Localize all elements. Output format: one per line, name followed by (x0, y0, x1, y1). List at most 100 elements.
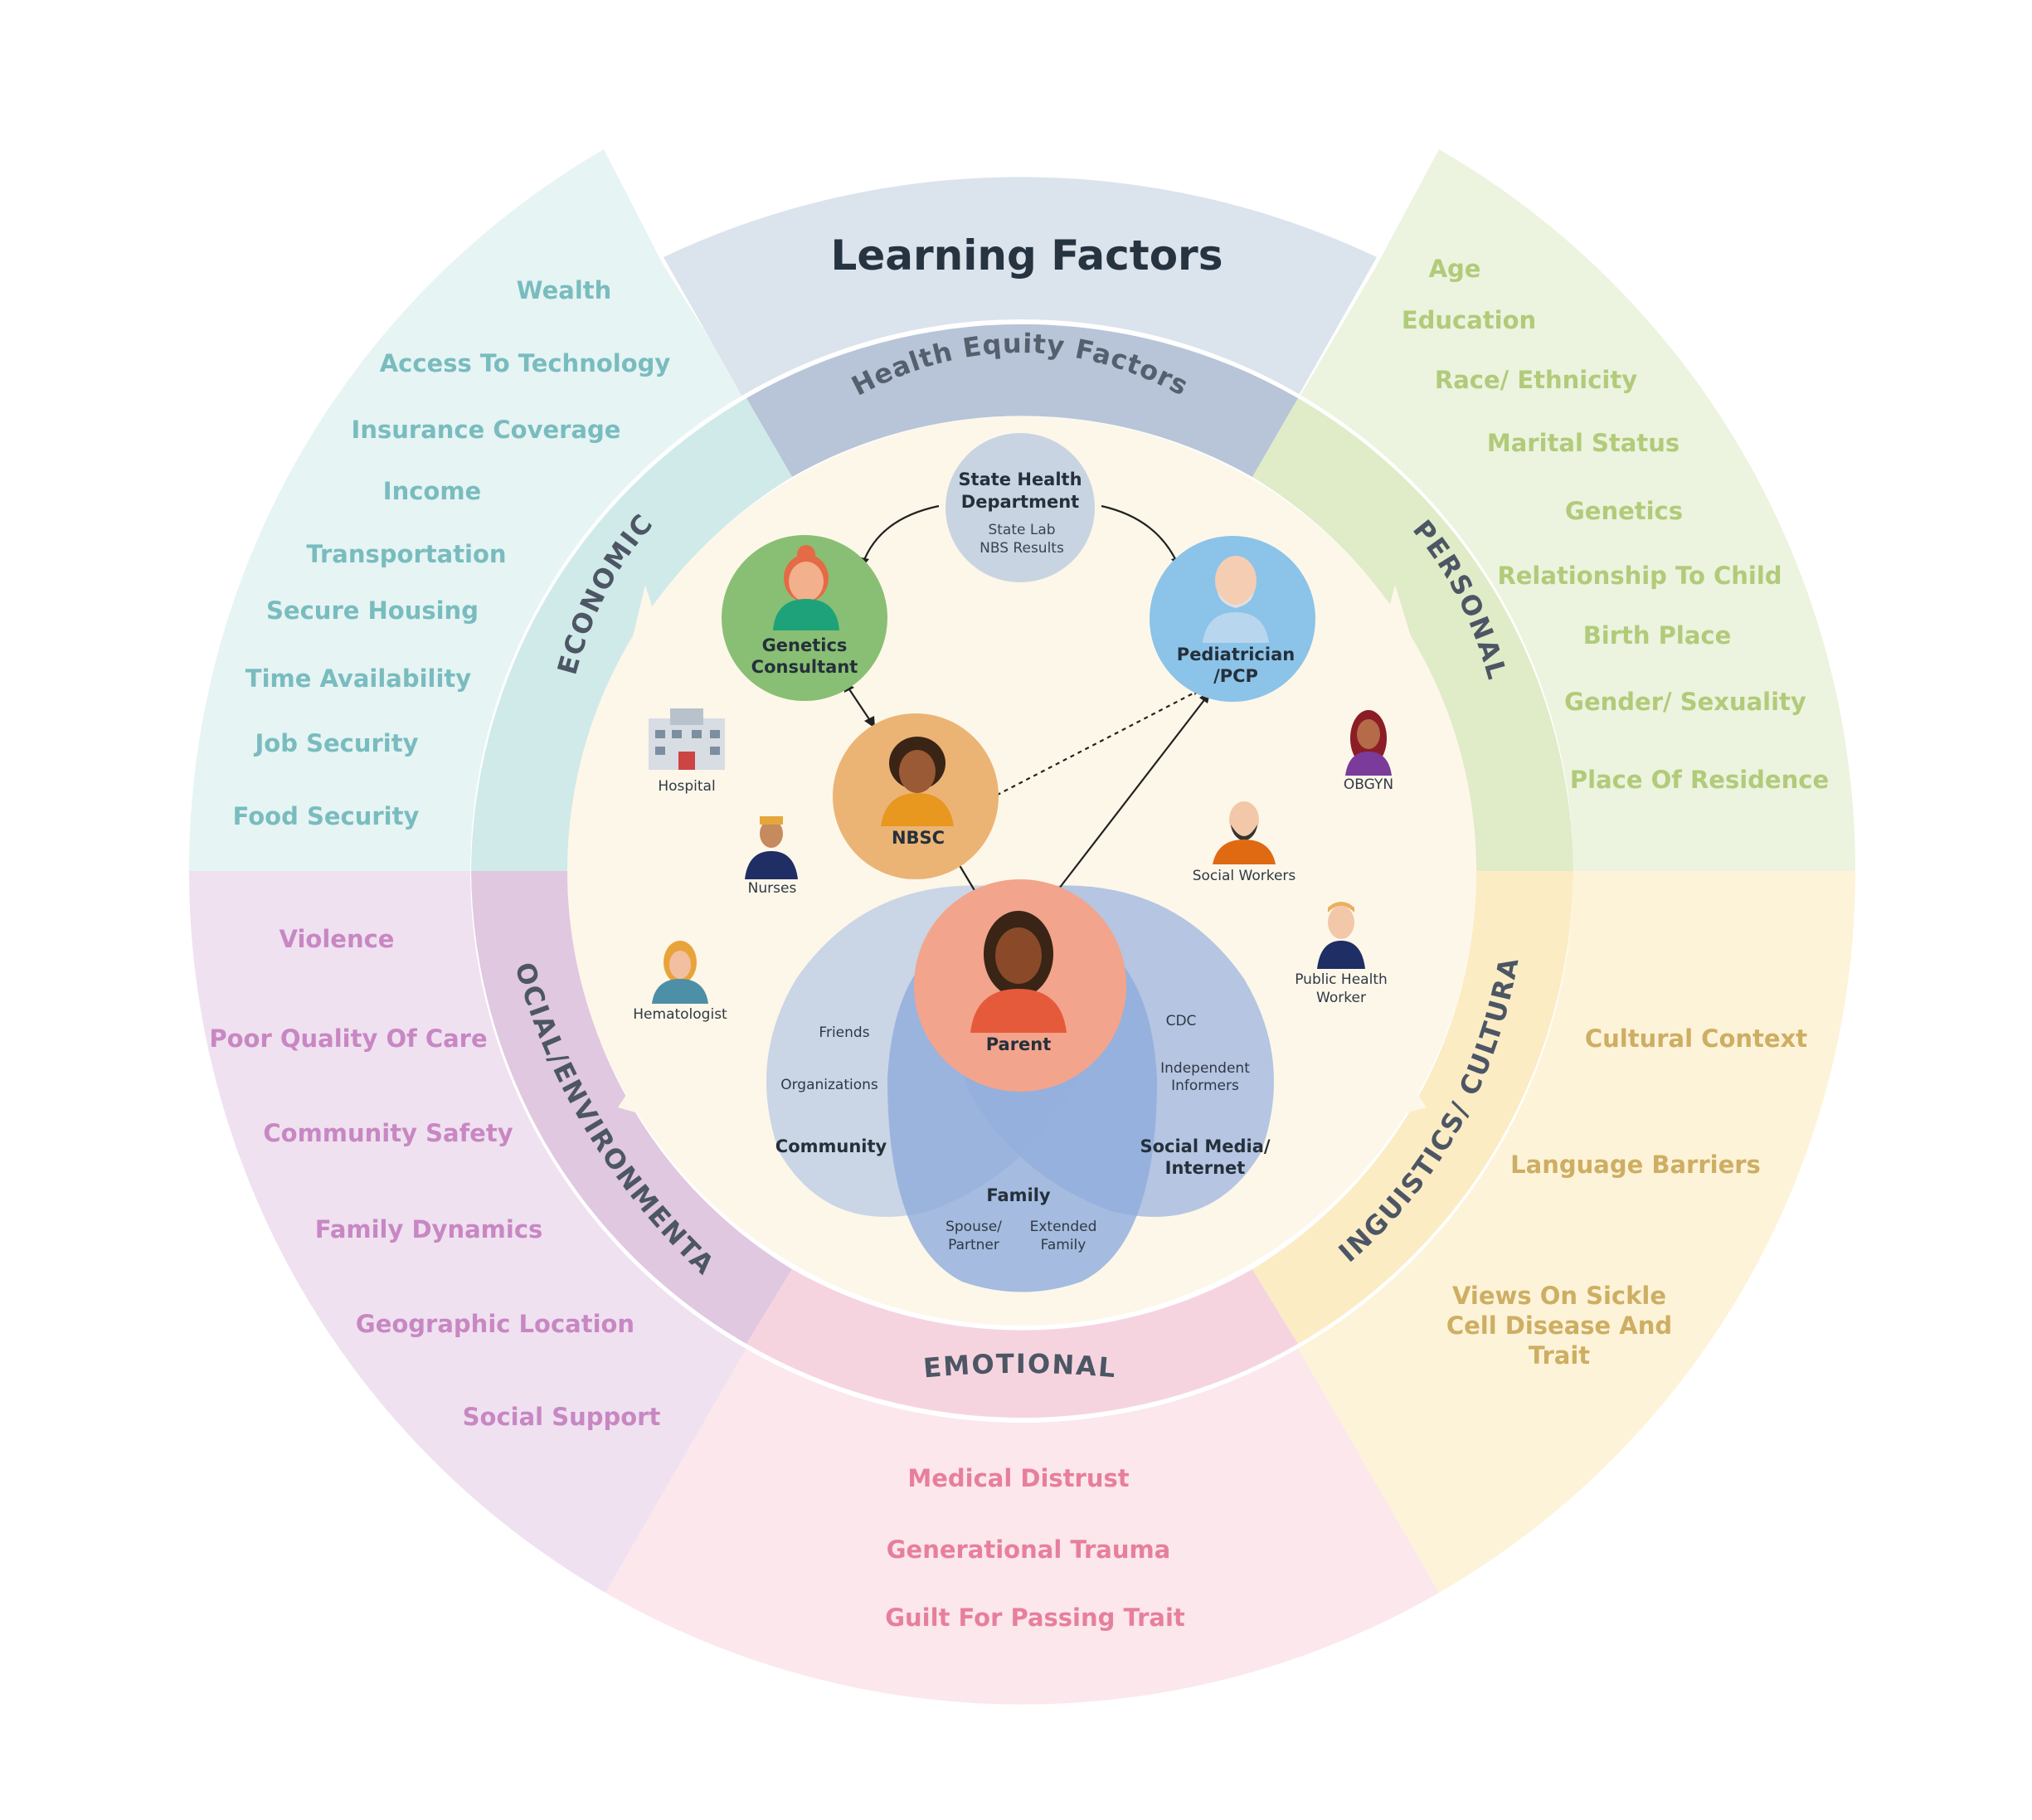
figure-label: Hematologist (633, 1006, 727, 1023)
factor-item: Violence (280, 925, 395, 953)
factor-item: Family Dynamics (315, 1215, 543, 1243)
factor-item: Medical Distrust (907, 1464, 1129, 1492)
factor-item: Place Of Residence (1570, 766, 1829, 794)
economic-band (471, 398, 792, 871)
figure-label: Public Health (1295, 971, 1388, 988)
social-outer-sector (189, 871, 792, 1593)
hematologist-figure: Hematologist (633, 941, 727, 1023)
figure-label: Worker (1316, 990, 1366, 1006)
venn-cdc: CDC (1166, 1013, 1197, 1029)
venn-family-label: Family (986, 1185, 1051, 1205)
person-icon (652, 941, 708, 1004)
public-health-figure: Public Health Worker (1295, 902, 1388, 1006)
venn-extended-family: Family (1041, 1237, 1086, 1253)
pediatrician-node: Pediatrician /PCP (1150, 536, 1315, 702)
factor-item: Education (1402, 306, 1536, 334)
arrow-genetics-nbsc (847, 686, 872, 723)
venn-social-media-label: Social Media/ (1140, 1136, 1270, 1156)
emotional-label: EMOTIONAL (922, 1348, 1119, 1384)
factor-item: Poor Quality Of Care (209, 1024, 487, 1053)
hospital-icon (649, 708, 725, 770)
personal-band (1252, 398, 1573, 871)
factor-item: Income (383, 477, 481, 505)
factor-item: Language Barriers (1510, 1151, 1761, 1179)
venn-informers: Independent (1160, 1060, 1250, 1077)
factor-item: Community Safety (263, 1119, 513, 1147)
venn-social-media-label: Internet (1165, 1158, 1246, 1178)
factor-item: Job Security (254, 729, 419, 757)
health-equity-band (746, 324, 1298, 477)
arrow-pediatrician-parent (1052, 696, 1208, 897)
node-title: Pediatrician (1177, 645, 1295, 664)
figure-label: Social Workers (1193, 868, 1296, 884)
node-title: NBSC (892, 828, 945, 848)
economic-factors: Wealth Access To Technology Insurance Co… (233, 276, 671, 830)
nbsc-node: NBSC (833, 713, 999, 879)
arrow-state-to-genetics (861, 504, 940, 565)
factor-item: Gender/ Sexuality (1564, 688, 1806, 716)
factor-item: Genetics (1565, 497, 1683, 525)
figure-label: Hospital (658, 778, 715, 795)
person-avatar-icon (970, 911, 1067, 1033)
person-icon (1317, 902, 1365, 969)
venn-friends: Friends (819, 1024, 869, 1041)
node-subtitle: NBS Results (980, 540, 1064, 557)
node-title: State Health (958, 470, 1082, 489)
venn-community-label: Community (775, 1136, 887, 1156)
node-title: /PCP (1213, 666, 1258, 686)
genetics-consultant-node: Genetics Consultant (722, 535, 887, 701)
node-title: Genetics (762, 635, 848, 655)
factor-item: Time Availability (245, 664, 471, 693)
factor-item: Social Support (463, 1403, 661, 1431)
factor-item: Relationship To Child (1497, 562, 1782, 590)
state-health-node: State Health Department State Lab NBS Re… (946, 433, 1095, 582)
factor-item: Secure Housing (266, 596, 479, 625)
factor-item: Birth Place (1583, 621, 1732, 650)
node-title: Department (961, 492, 1079, 512)
person-icon (1345, 710, 1392, 776)
node-title: Consultant (751, 657, 858, 677)
node-title: Parent (986, 1034, 1052, 1054)
linguistic-outer-sector (1252, 871, 1855, 1593)
factor-item: Cell Disease And (1446, 1311, 1672, 1340)
social-workers-figure: Social Workers (1193, 801, 1296, 884)
obgyn-figure: OBGYN (1344, 710, 1393, 793)
venn-organizations: Organizations (780, 1077, 878, 1093)
factor-item: Access To Technology (380, 349, 671, 377)
factor-item: Views On Sickle (1452, 1282, 1666, 1310)
emotional-factors: Medical Distrust Generational Trauma Gui… (885, 1464, 1185, 1632)
hospital-figure: Hospital (649, 708, 725, 795)
figure-label: Nurses (748, 880, 797, 897)
node-subtitle: State Lab (988, 522, 1055, 538)
page-title: Learning Factors (831, 231, 1223, 280)
venn-extended-family: Extended (1030, 1219, 1097, 1235)
social-factors: Violence Poor Quality Of Care Community … (209, 925, 660, 1431)
person-avatar-icon (773, 545, 839, 630)
factor-item: Trait (1529, 1341, 1590, 1370)
factor-item: Geographic Location (356, 1310, 634, 1338)
factor-item: Food Security (233, 802, 420, 830)
economic-outer-sector (188, 149, 796, 871)
venn-informers: Informers (1171, 1078, 1239, 1094)
person-icon (745, 816, 798, 879)
personal-factors: Age Education Race/ Ethnicity Marital St… (1402, 255, 1829, 794)
factor-item: Wealth (517, 276, 612, 304)
factor-item: Cultural Context (1585, 1024, 1807, 1053)
factor-item: Marital Status (1487, 429, 1680, 457)
factor-item: Generational Trauma (887, 1535, 1171, 1564)
emotional-band (746, 1269, 1298, 1419)
person-avatar-icon (1203, 556, 1269, 643)
person-avatar-icon (881, 737, 954, 826)
arrow-state-to-pediatrician (1101, 504, 1179, 565)
parent-node: Parent (914, 879, 1126, 1092)
factor-item: Guilt For Passing Trait (885, 1603, 1185, 1632)
factor-item: Transportation (306, 540, 506, 568)
arrow-pediatrician-nbsc (990, 689, 1200, 799)
factor-item: Race/ Ethnicity (1435, 366, 1637, 394)
venn-spouse: Spouse/ (946, 1219, 1002, 1235)
personal-outer-sector (1252, 149, 1855, 871)
linguistic-factors: Cultural Context Language Barriers Views… (1446, 1024, 1807, 1370)
person-icon (1213, 801, 1276, 864)
